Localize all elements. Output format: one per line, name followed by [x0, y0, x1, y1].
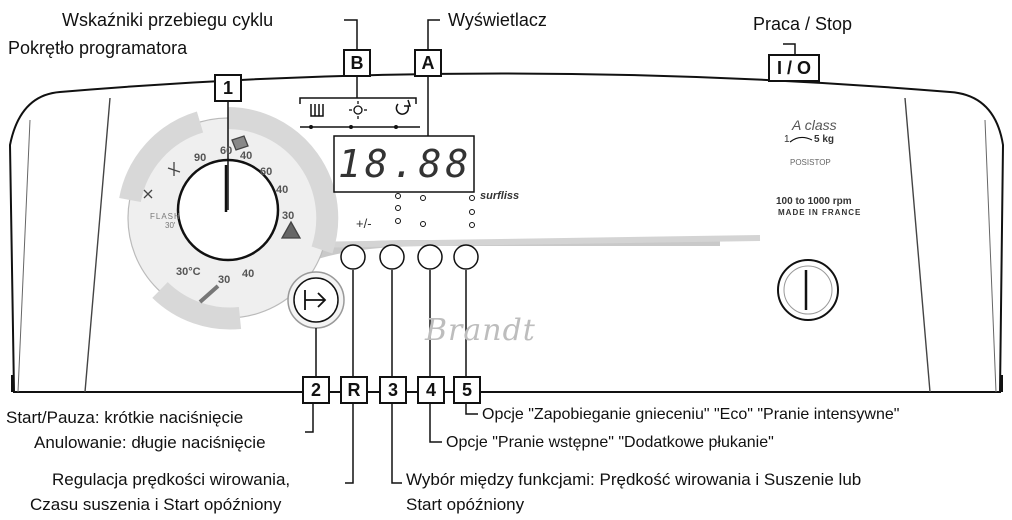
callout-r: R [340, 376, 368, 404]
flash-time: 30' [165, 221, 176, 230]
surfliss-text: surfliss [480, 190, 520, 202]
dial-number: 30 [218, 274, 231, 286]
plusminus-text: +/- [356, 216, 372, 231]
option-button-r[interactable] [379, 244, 405, 270]
display-screen [333, 135, 475, 193]
dial-number: 30 [282, 210, 295, 222]
power-knob[interactable] [777, 259, 839, 321]
label-power: Praca / Stop [753, 14, 853, 34]
callout-a: A [414, 49, 442, 77]
capacity-max: 5 kg [814, 134, 835, 145]
callout-io: I / O [768, 54, 820, 82]
label-choice-1: Wybór między funkcjami: Prędkość wirowan… [406, 470, 862, 489]
dial-number: 60 [260, 166, 273, 178]
callout-b: B [343, 49, 371, 77]
display-value: 18.88 [338, 142, 473, 186]
label-options-5: Opcje "Zapobieganie gnieceniu" "Eco" "Pr… [482, 406, 900, 423]
label-choice-2: Start opóźniony [406, 495, 525, 514]
label-display: Wyświetlacz [448, 10, 547, 30]
label-options-4: Opcje "Pranie wstępne" "Dodatkowe płukan… [446, 434, 774, 451]
brand-logo: Brandt [425, 313, 536, 348]
rpm-text: 100 to 1000 rpm [776, 196, 852, 207]
callout-1: 1 [214, 74, 242, 102]
callout-2: 2 [302, 376, 330, 404]
dial-number: 90 [194, 152, 207, 164]
posistop-text: POSISTOP [790, 158, 831, 167]
label-start-pause-long: Anulowanie: długie naciśnięcie [34, 433, 266, 452]
label-spin-adjust-2: Czasu suszenia i Start opóźniony [30, 495, 282, 514]
label-program-knob: Pokrętło programatora [8, 38, 188, 58]
option-button-5[interactable] [453, 244, 479, 270]
option-button-4[interactable] [417, 244, 443, 270]
dial-number: 40 [240, 150, 253, 162]
dial-number: 40 [276, 184, 289, 196]
capacity-min: 1 [784, 134, 790, 145]
callout-4: 4 [417, 376, 445, 404]
temp-30c: 30°C [176, 266, 201, 278]
dial-number: 60 [220, 145, 233, 157]
callout-3: 3 [379, 376, 407, 404]
label-start-pause-short: Start/Pauza: krótkie naciśnięcie [6, 408, 244, 427]
option-button-3[interactable] [340, 244, 366, 270]
dial-number: 40 [242, 268, 255, 280]
energy-class: A class [792, 117, 837, 133]
made-in-text: MADE IN FRANCE [778, 208, 862, 217]
callout-5: 5 [453, 376, 481, 404]
flash-text: FLASH [150, 212, 181, 221]
label-spin-adjust-1: Regulacja prędkości wirowania, [52, 470, 291, 489]
label-cycle-indicators: Wskaźniki przebiegu cyklu [62, 10, 274, 30]
